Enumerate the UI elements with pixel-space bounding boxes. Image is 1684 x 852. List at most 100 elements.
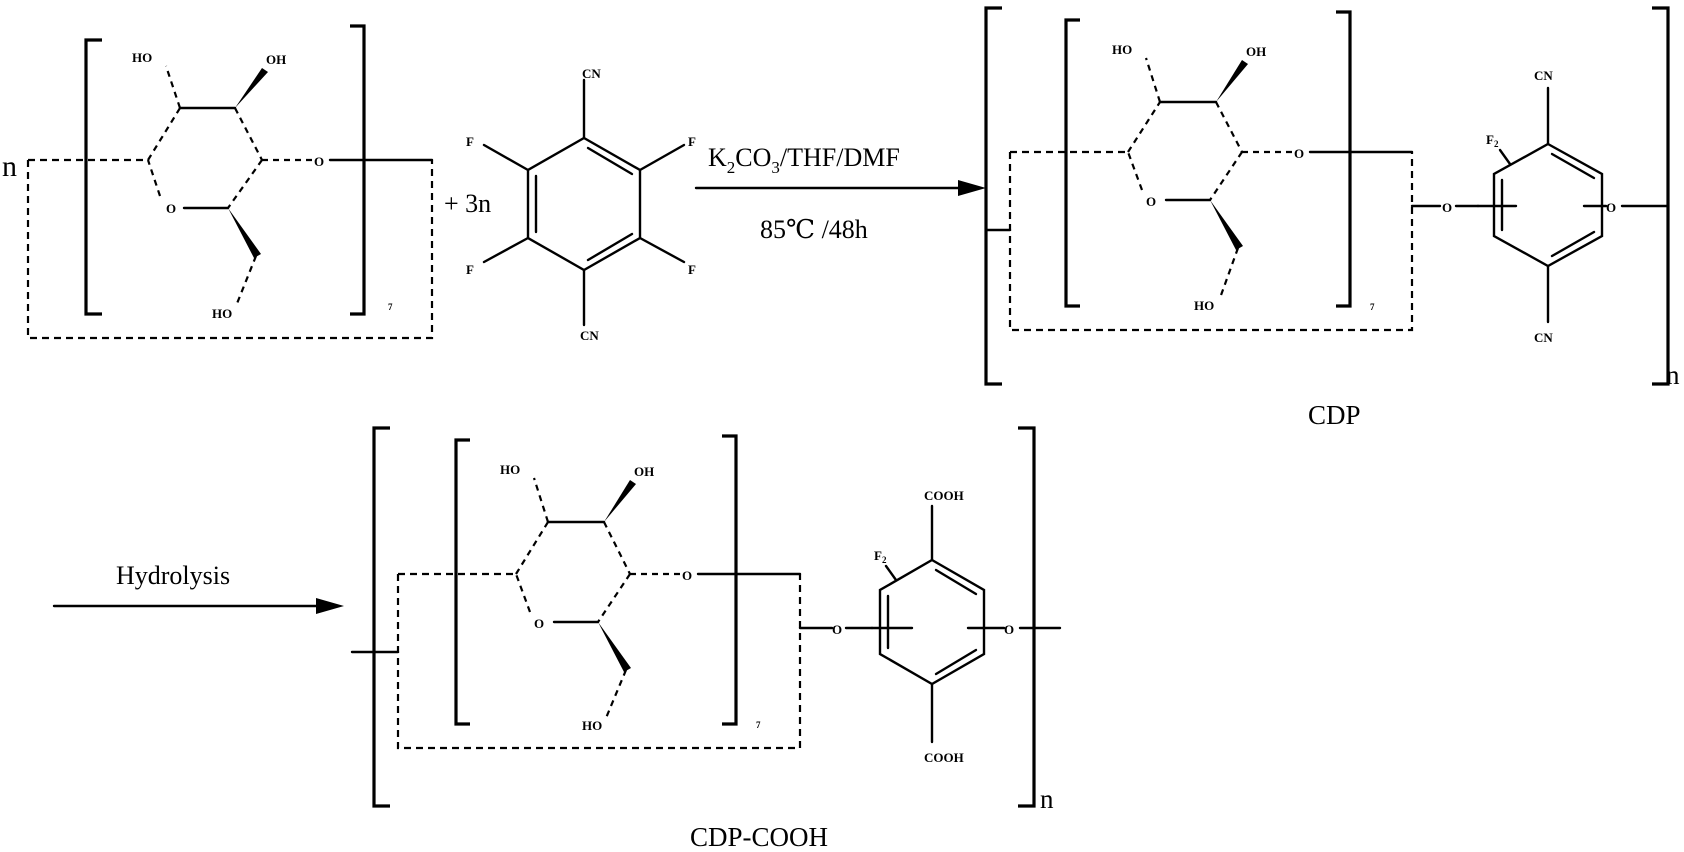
repeat-n: n bbox=[1666, 360, 1680, 390]
f2-sub: 2 bbox=[1494, 139, 1499, 149]
ring-bond bbox=[515, 521, 549, 575]
wedge-bond bbox=[235, 68, 268, 108]
hydroxyl-bond bbox=[1144, 57, 1162, 103]
bridge-oxygen-label: O bbox=[1294, 146, 1304, 161]
right-bracket bbox=[350, 24, 366, 316]
f2-main: F bbox=[874, 548, 882, 563]
ring-bond bbox=[1215, 101, 1243, 153]
fluoro-bond bbox=[638, 143, 686, 172]
ether-oxygen-label: O bbox=[1004, 622, 1014, 637]
fluoro-bond bbox=[1498, 148, 1512, 166]
hydrolysis-label: Hydrolysis bbox=[116, 561, 230, 590]
reaction-arrow-1: K2CO3/THF/DMF 85℃ /48h bbox=[694, 143, 986, 244]
ring-bond bbox=[1126, 151, 1144, 191]
aromatic-inner-bond bbox=[586, 146, 634, 176]
hydroxyl-bond bbox=[164, 65, 182, 109]
reagent-k: K bbox=[708, 143, 727, 172]
cdp-label: CDP bbox=[1308, 400, 1361, 430]
fluoro-label: F bbox=[688, 134, 696, 149]
reagent-sub: 2 bbox=[727, 158, 736, 177]
hydroxyl-label: OH bbox=[634, 464, 654, 479]
repeat-subscript: 7 bbox=[756, 720, 761, 730]
outer-right-bracket bbox=[1652, 6, 1670, 386]
hydroxyl-label: OH bbox=[1246, 44, 1266, 59]
inner-left-bracket bbox=[1064, 18, 1080, 308]
inner-right-bracket bbox=[722, 434, 738, 726]
fluoro-label: F bbox=[688, 262, 696, 277]
hydroxyl-label: HO bbox=[132, 50, 152, 65]
multiplier-n: n bbox=[2, 150, 17, 183]
aromatic-inner-bond bbox=[1550, 230, 1596, 258]
hydroxyl-bond bbox=[532, 477, 550, 523]
wedge-bond bbox=[228, 208, 261, 258]
reaction-arrow-2: Hydrolysis bbox=[52, 561, 344, 614]
arrow-head bbox=[316, 598, 344, 614]
fluoro-bond bbox=[482, 143, 530, 172]
macrocycle-dashed-outline bbox=[396, 574, 802, 750]
hydroxyl-label: HO bbox=[1112, 42, 1132, 57]
difluoro-label: F2 bbox=[874, 548, 887, 565]
ring-bond bbox=[1127, 101, 1161, 153]
ring-bond bbox=[146, 159, 162, 197]
wedge-bond bbox=[1216, 60, 1248, 102]
ring-bond bbox=[1209, 151, 1243, 201]
ether-oxygen-label: O bbox=[1442, 200, 1452, 215]
nitrile-label: CN bbox=[582, 66, 601, 81]
coreagent-coefficient: + 3n bbox=[444, 189, 491, 218]
f2-main: F bbox=[1486, 132, 1494, 147]
cdp-cooh-label: CDP-COOH bbox=[690, 822, 828, 852]
cdp-product: n 7 O HO OH HO O O O bbox=[984, 6, 1680, 390]
hydroxyl-label: OH bbox=[266, 52, 286, 67]
ring-oxygen-label: O bbox=[1146, 194, 1156, 209]
ring-bond bbox=[227, 159, 263, 209]
conditions-label: 85℃ /48h bbox=[760, 215, 868, 244]
left-bracket bbox=[84, 38, 102, 316]
ring-oxygen-label: O bbox=[166, 201, 176, 216]
hydroxyl-label: HO bbox=[582, 718, 602, 733]
cyclodextrin-reactant: n 7 O HO OH HO O bbox=[2, 24, 434, 340]
hydroxyl-label: HO bbox=[212, 306, 232, 321]
reagent-solvents: /THF/DMF bbox=[780, 143, 900, 172]
aromatic-inner-bond bbox=[934, 648, 978, 676]
outer-left-bracket bbox=[984, 6, 1002, 386]
macrocycle-dashed-outline bbox=[1008, 152, 1414, 332]
benzene-ring bbox=[526, 136, 642, 272]
ring-bond bbox=[514, 573, 532, 613]
reagent-co: CO bbox=[735, 143, 771, 172]
tetrafluoroterephthalonitrile: CN CN F F F F bbox=[466, 66, 696, 343]
ring-oxygen-label: O bbox=[534, 616, 544, 631]
wedge-bond bbox=[604, 480, 636, 522]
carboxyl-label: COOH bbox=[924, 488, 964, 503]
nitrile-label: CN bbox=[1534, 330, 1553, 345]
hydroxyl-label: HO bbox=[1194, 298, 1214, 313]
fluoro-bond bbox=[482, 236, 530, 264]
fluoro-bond bbox=[638, 236, 686, 264]
hydroxymethyl-bond bbox=[234, 255, 258, 307]
repeat-n: n bbox=[1040, 784, 1054, 814]
fluoro-bond bbox=[884, 564, 898, 582]
fluoro-label: F bbox=[466, 262, 474, 277]
aromatic-inner-bond bbox=[586, 232, 634, 262]
inner-left-bracket bbox=[454, 438, 470, 726]
nitrile-label: CN bbox=[1534, 68, 1553, 83]
ring-bond bbox=[597, 573, 631, 623]
wedge-bond bbox=[1210, 200, 1243, 250]
ring-bond bbox=[147, 107, 181, 161]
macrocycle-dashed-outline bbox=[26, 160, 434, 340]
f2-sub: 2 bbox=[882, 555, 887, 565]
ether-oxygen-label: O bbox=[832, 622, 842, 637]
carboxyl-label: COOH bbox=[924, 750, 964, 765]
bridge-oxygen-label: O bbox=[314, 154, 324, 169]
hydroxymethyl-bond bbox=[1218, 247, 1240, 299]
outer-right-bracket bbox=[1018, 426, 1036, 808]
reagent-label: K2CO3/THF/DMF bbox=[708, 143, 900, 177]
outer-left-bracket bbox=[372, 426, 390, 808]
reagent-sub: 3 bbox=[771, 158, 780, 177]
cdp-cooh-product: n 7 O HO OH HO O O O bbox=[350, 426, 1062, 814]
fluoro-label: F bbox=[466, 134, 474, 149]
hydroxymethyl-bond bbox=[604, 669, 628, 719]
bridge-oxygen-label: O bbox=[682, 568, 692, 583]
nitrile-label: CN bbox=[580, 328, 599, 343]
repeat-subscript: 7 bbox=[1370, 302, 1375, 312]
